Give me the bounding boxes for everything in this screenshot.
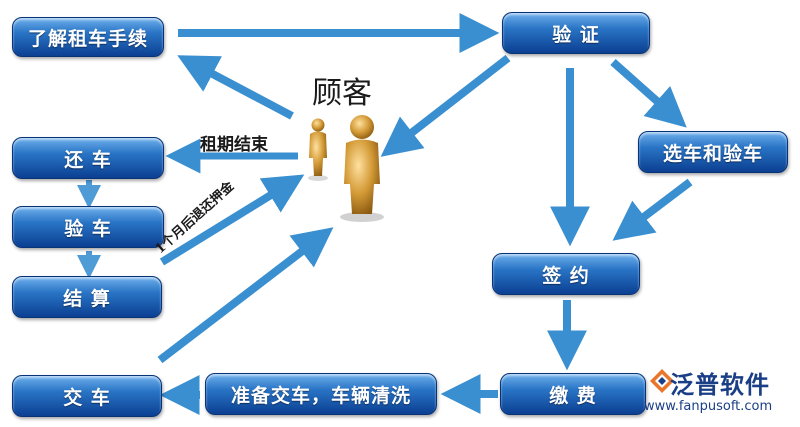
arrow-select-sign [612, 178, 693, 241]
node-understand-procedure: 了解租车手续 [12, 17, 164, 57]
customer-title: 顾客 [312, 76, 372, 111]
arrow-settle-customer [159, 174, 305, 266]
node-verify: 验 证 [502, 12, 650, 54]
logo-url: www.fanpusoft.com [644, 399, 773, 414]
node-deliver-car: 交 车 [12, 375, 162, 417]
lease-end-label: 租期结束 [200, 135, 268, 155]
logo-name: 泛普软件 [670, 371, 770, 399]
customer-figures [308, 115, 384, 222]
node-select-and-inspect: 选车和验车 [638, 131, 788, 173]
node-return-car: 还 车 [12, 137, 164, 179]
node-inspect-car: 验 车 [12, 206, 164, 248]
logo-mark-icon [650, 369, 674, 393]
arrow-deliver-customer [157, 227, 334, 364]
node-pay: 缴 费 [500, 373, 646, 415]
brand-logo: 泛普软件 www.fanpusoft.com [640, 363, 800, 427]
node-sign-contract: 签 约 [492, 253, 640, 295]
node-prepare-delivery: 准备交车，车辆清洗 [205, 373, 437, 415]
node-settle: 结 算 [12, 276, 162, 318]
arrow-verify-select [610, 59, 687, 128]
arrow-verify-customer [380, 54, 511, 157]
arrow-customer-understand [177, 55, 294, 120]
